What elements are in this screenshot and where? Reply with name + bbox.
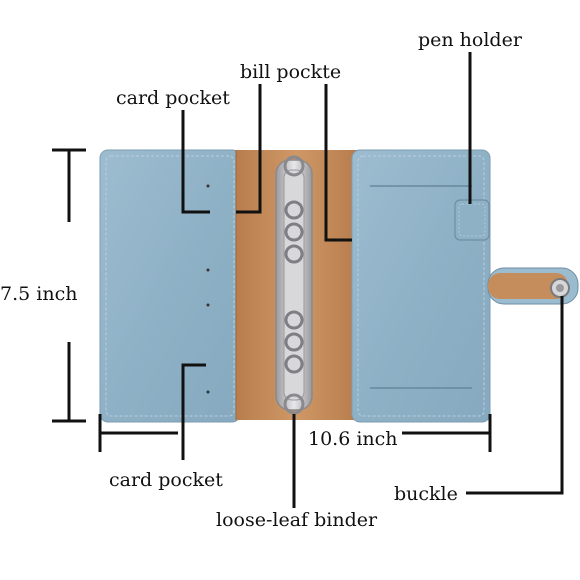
pen-holder: [454, 199, 490, 241]
ring-binder: [275, 155, 313, 415]
label-card-pocket-top: card pocket: [116, 87, 230, 109]
label-pen-holder: pen holder: [418, 29, 522, 51]
label-card-pocket-bottom: card pocket: [109, 469, 223, 491]
left-cover: [99, 149, 241, 423]
width-dimension: [98, 414, 492, 452]
annotation-lines: [181, 52, 564, 508]
label-bill-pocket: bill pockte: [240, 61, 342, 83]
label-width: 10.6 inch: [308, 428, 398, 450]
height-dimension: [52, 148, 86, 423]
buckle-strap: [487, 267, 579, 305]
label-height: 7.5 inch: [0, 283, 78, 305]
label-buckle: buckle: [394, 483, 458, 505]
label-binder: loose-leaf binder: [216, 509, 378, 531]
